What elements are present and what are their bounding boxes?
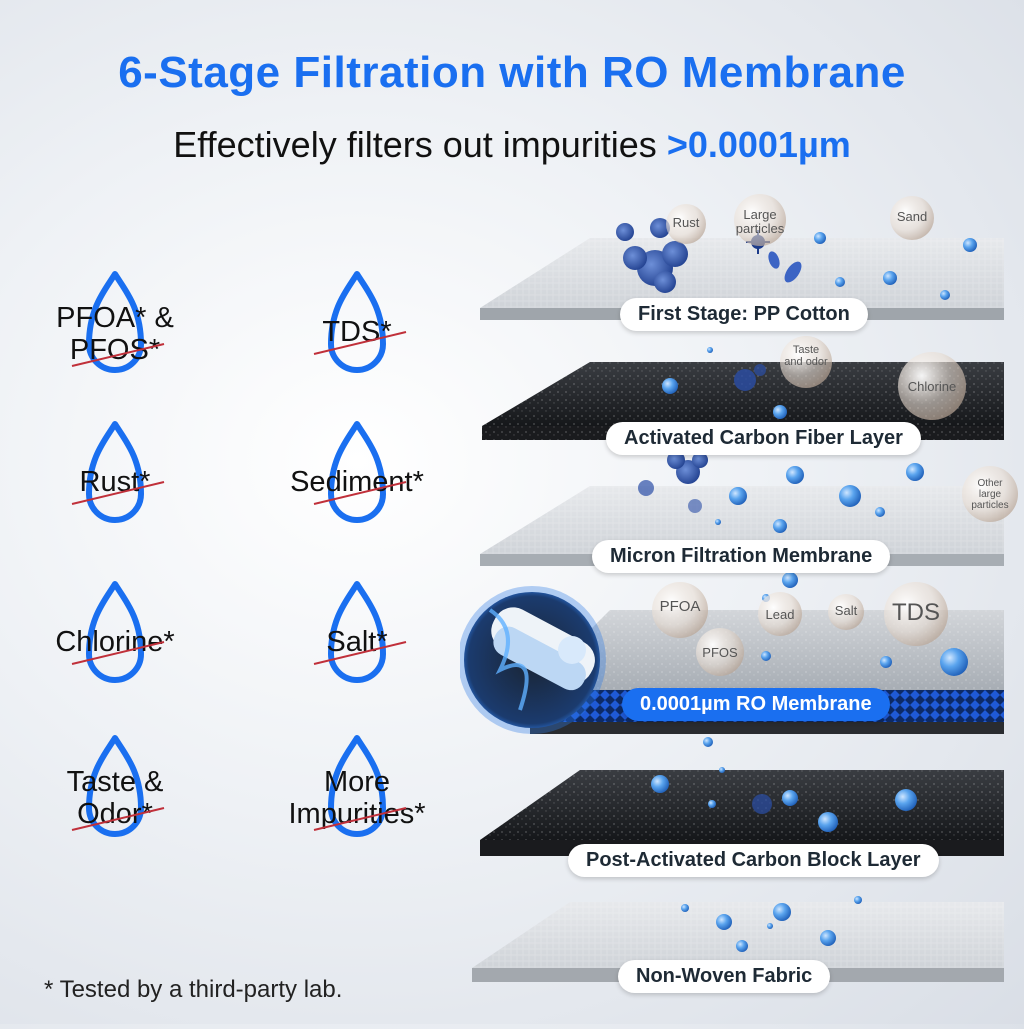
subtitle-highlight: >0.0001µm (666, 124, 851, 165)
water-drop-icon (86, 581, 144, 683)
particle-label-taste: Taste and odor (784, 344, 828, 368)
water-drop-icon (328, 581, 386, 683)
water-drop-icon (86, 735, 144, 837)
impurity-label-line: Chlorine* (55, 626, 175, 658)
water-drop-icon (328, 735, 386, 837)
layer-label-carbon-fiber: Activated Carbon Fiber Layer (606, 422, 921, 455)
particle-spheres (652, 194, 1018, 676)
impurity-label-line: TDS* (322, 316, 392, 348)
layer-non-woven (472, 902, 1004, 982)
impurity-label-line: PFOS* (69, 334, 161, 366)
particle-label-rust: Rust (672, 215, 700, 230)
impurity-label: Salt* (272, 626, 442, 658)
layer-label-pp-cotton: First Stage: PP Cotton (620, 298, 868, 331)
particle-label-other: Other large particles (971, 478, 1009, 511)
water-drop-icon (328, 271, 386, 373)
particle-label-tds: TDS (892, 599, 940, 626)
water-drop-icon (86, 421, 144, 523)
subtitle-text: Effectively filters out impurities (173, 124, 667, 165)
filtration-layers: First Stage: PP Cotton Activated Carbon … (458, 190, 1024, 1024)
layer-label-non-woven: Non-Woven Fabric (618, 960, 831, 993)
impurity-label-line: More (323, 766, 391, 798)
impurity-taste-odor: Taste &Odor* (30, 732, 200, 872)
particle-label-chlorine: Chlorine (907, 379, 957, 394)
water-drop-icon (328, 421, 386, 523)
contaminant-germs (616, 218, 802, 814)
impurity-rust: Rust* (30, 418, 200, 558)
page-title: 6-Stage Filtration with RO Membrane (118, 48, 906, 97)
impurity-label-line: Sediment* (290, 466, 424, 498)
layer-label-ro-membrane: 0.0001µm RO Membrane (622, 688, 890, 721)
impurity-salt: Salt* (272, 578, 442, 718)
water-bubbles (651, 232, 977, 952)
layer-label-micron-membrane: Micron Filtration Membrane (592, 540, 891, 573)
particle-label-large: Large particles (735, 207, 785, 236)
impurity-label-line: Taste & (66, 766, 164, 798)
impurity-label: TDS* (272, 316, 442, 348)
layer-label-post-carbon-block: Post-Activated Carbon Block Layer (568, 844, 939, 877)
particle-label-sand: Sand (896, 209, 928, 224)
impurity-label-line: PFOA* & (56, 302, 174, 334)
footnote: * Tested by a third-party lab. (44, 976, 343, 1003)
impurity-label: Rust* (30, 466, 200, 498)
impurity-label-line: Rust* (79, 466, 151, 498)
impurity-label: Taste &Odor* (30, 766, 200, 830)
impurity-sediment: Sediment* (272, 418, 442, 558)
particle-label-pfos: PFOS (702, 645, 738, 660)
impurity-label: PFOA* &PFOS* (30, 302, 200, 366)
impurity-label: Chlorine* (30, 626, 200, 658)
water-drop-icon (86, 271, 144, 373)
particle-label-pfoa: PFOA (659, 598, 701, 615)
impurity-pfoa-pfos: PFOA* &PFOS* (30, 268, 200, 408)
layer-pp-cotton (480, 238, 1004, 320)
impurity-chlorine: Chlorine* (30, 578, 200, 718)
page-subtitle: Effectively filters out impurities >0.00… (0, 124, 1024, 166)
impurity-tds: TDS* (272, 268, 442, 408)
impurity-label-line: Salt* (326, 626, 388, 658)
impurity-label: Sediment* (272, 466, 442, 498)
impurity-label-line: Odor* (77, 798, 153, 830)
ro-membrane-inset (458, 586, 606, 734)
particle-label-lead: Lead (765, 607, 795, 622)
particle-label-salt: Salt (834, 603, 858, 618)
impurity-label-line: Impurities* (288, 798, 426, 830)
